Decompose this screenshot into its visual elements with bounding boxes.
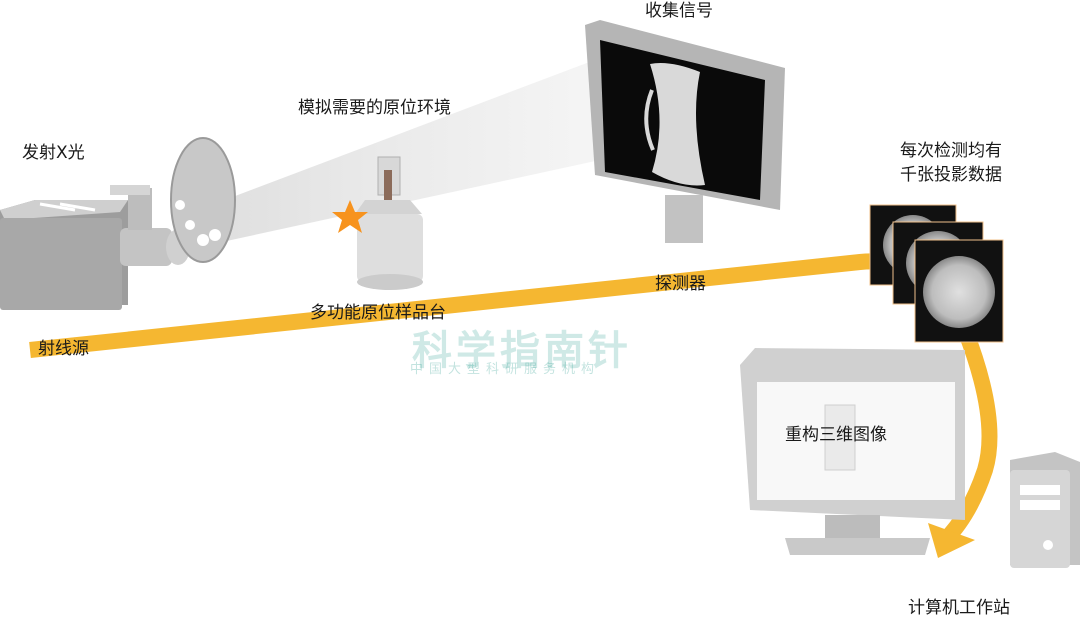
label-sample-stage: 多功能原位样品台	[310, 303, 446, 323]
projection-stack	[869, 204, 1004, 343]
filter-wheel	[170, 137, 236, 263]
watermark-title: 科学指南针	[412, 328, 632, 374]
detector-monitor	[585, 20, 785, 243]
pc-tower	[1010, 452, 1080, 568]
xray-source-device	[0, 185, 190, 310]
star-icon	[332, 200, 368, 233]
label-projection-line1: 每次检测均有	[900, 141, 1002, 161]
label-collect-signal: 收集信号	[645, 1, 713, 21]
label-ray-source: 射线源	[38, 339, 89, 359]
label-workstation: 计算机工作站	[908, 598, 1010, 618]
workstation-monitor	[740, 348, 965, 555]
sample-stage	[355, 156, 423, 290]
watermark-subtitle: 中国大型科研服务机构	[410, 362, 601, 377]
label-reconstruct: 重构三维图像	[785, 425, 887, 445]
label-xray-emit: 发射X光	[22, 143, 85, 163]
label-environment: 模拟需要的原位环境	[298, 98, 451, 118]
xray-cone-beam	[185, 58, 600, 250]
label-detector: 探测器	[655, 274, 706, 294]
label-projection-line2: 千张投影数据	[900, 165, 1002, 185]
beam-arrowhead	[928, 523, 975, 558]
